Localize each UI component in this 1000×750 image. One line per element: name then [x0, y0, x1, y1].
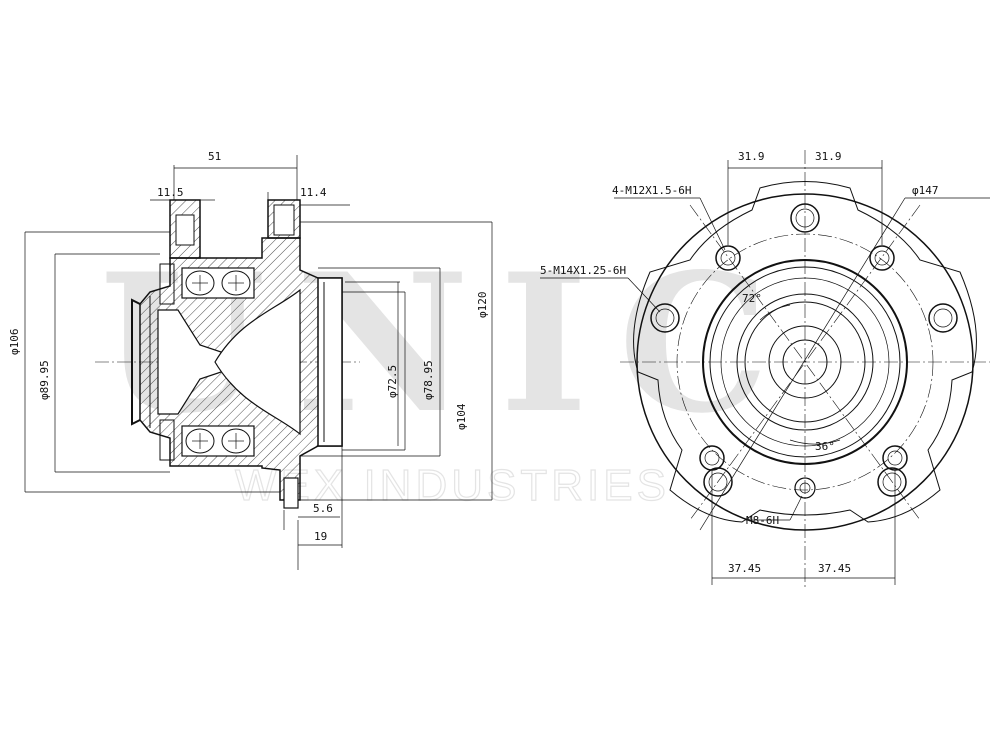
front-view: 31.9 31.9 4-M12X1.5-6H 5-M14X1.25-6H φ14…	[540, 150, 990, 590]
angle-arc-36	[789, 439, 841, 445]
dim-37-45-right: 37.45	[818, 562, 851, 575]
label-angle-36: 36°	[815, 440, 835, 453]
pilot-ring-1	[709, 266, 901, 458]
dim-dia-106: φ106	[8, 329, 21, 356]
side-dimensions	[24, 155, 493, 570]
stud-hole	[790, 203, 820, 233]
stud-bottom	[283, 477, 299, 509]
seal-bottom	[159, 419, 175, 461]
front-centerline-diag2	[689, 204, 921, 521]
dim-37-45-left: 37.45	[728, 562, 761, 575]
dim-31-9-left: 31.9	[738, 150, 765, 163]
dim-5-6: 5.6	[313, 502, 333, 515]
stud-hole-top-left	[175, 214, 195, 246]
seal-top	[159, 263, 175, 305]
dim-51: 51	[208, 150, 221, 163]
dim-dia-104: φ104	[455, 403, 468, 430]
pilot-ring-2	[736, 293, 874, 431]
stud-hole	[928, 303, 958, 333]
label-bolt-holes: 4-M12X1.5-6H	[612, 184, 691, 197]
dim-dia-120: φ120	[476, 292, 489, 319]
stud-hole-top-right	[273, 204, 295, 236]
flange-lobes	[633, 181, 977, 523]
dim-19: 19	[314, 530, 327, 543]
dim-dia-72-5: φ72.5	[386, 365, 399, 398]
hub-center	[782, 339, 828, 385]
dim-dia-147: φ147	[912, 184, 939, 197]
front-dimensions	[540, 160, 990, 585]
pilot-ring	[317, 277, 343, 447]
m8-hole	[794, 477, 816, 499]
outer-ring-left	[131, 298, 141, 426]
hub-cavity	[214, 288, 301, 436]
bore-ring	[720, 277, 890, 447]
pilot-outer	[702, 259, 908, 465]
bearing-bottom	[181, 425, 255, 457]
dim-31-9-right: 31.9	[815, 150, 842, 163]
watermark-tagline: WEX INDUSTRIES	[235, 461, 670, 510]
stud-holes	[650, 203, 958, 497]
stud-hole	[650, 303, 680, 333]
bolt-circle	[676, 233, 934, 491]
dim-11-4: 11.4	[300, 186, 327, 199]
angle-arc-72	[759, 304, 791, 321]
bearing-top	[181, 267, 255, 299]
stud-hole	[877, 467, 907, 497]
dim-dia-89-95: φ89.95	[38, 360, 51, 400]
dim-11-5: 11.5	[157, 186, 184, 199]
label-angle-72: 72°	[742, 292, 762, 305]
label-m8: M8-6H	[746, 514, 779, 527]
pilot-ring-3	[744, 301, 866, 423]
dim-dia-78-95: φ78.95	[422, 360, 435, 400]
label-studs: 5-M14X1.25-6H	[540, 264, 626, 277]
side-section-view: 51 11.5 11.4 φ106 φ89.95 φ72.5 φ78.95 φ1…	[8, 150, 493, 570]
front-centerline-diag1	[689, 204, 921, 521]
flange-outer	[636, 193, 974, 531]
hub-ring	[768, 325, 842, 399]
